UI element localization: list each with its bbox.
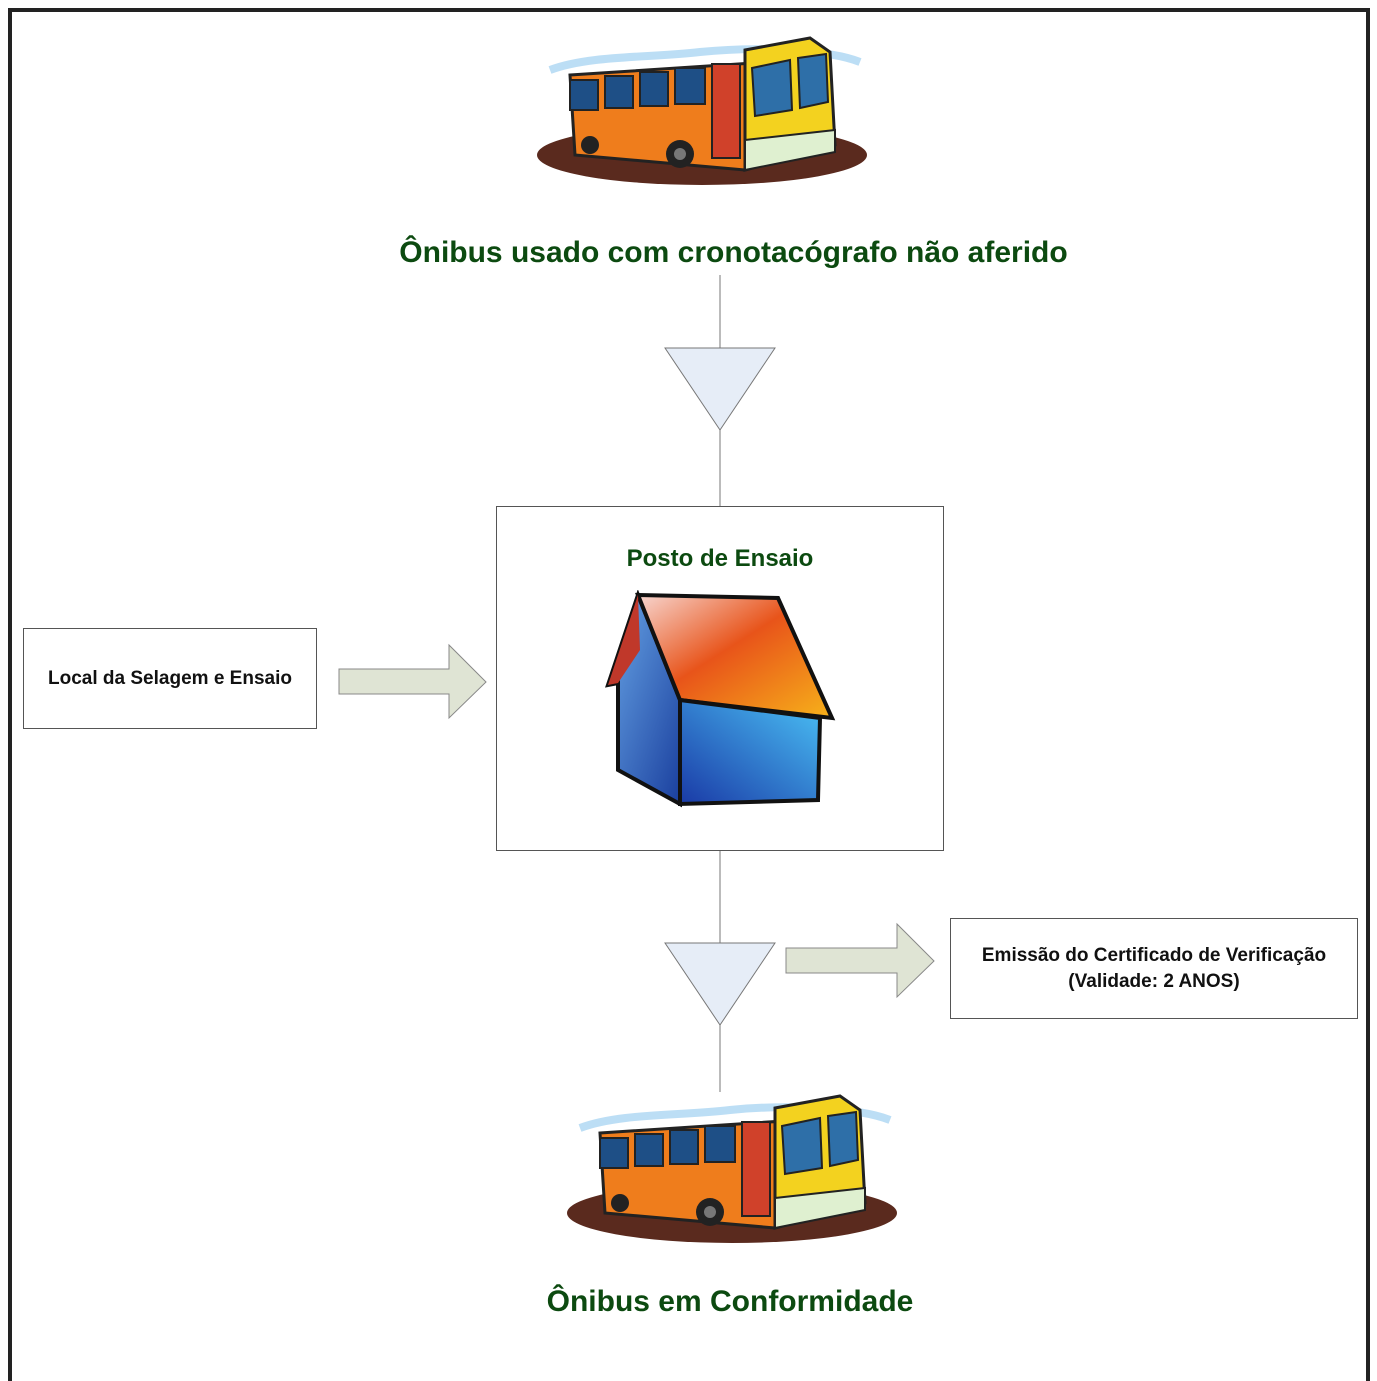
bus-bottom-illustration xyxy=(567,1094,897,1243)
local-selagem-box: Local da Selagem e Ensaio xyxy=(23,628,317,729)
house-illustration xyxy=(605,590,836,808)
flow-triangle-bottom xyxy=(664,942,776,1026)
local-selagem-label: Local da Selagem e Ensaio xyxy=(48,667,292,689)
posto-de-ensaio-title: Posto de Ensaio xyxy=(626,545,814,572)
top-title: Ônibus usado com cronotacógrafo não afer… xyxy=(399,236,1068,269)
certificado-line1: Emissão do Certificado de Verificação xyxy=(981,944,1327,966)
bottom-title: Ônibus em Conformidade xyxy=(546,1285,914,1318)
arrow-to-certificate xyxy=(785,922,935,999)
diagram-frame xyxy=(8,8,1370,1381)
arrow-left-to-center xyxy=(338,643,487,720)
certificado-box: Emissão do Certificado de Verificação (V… xyxy=(950,918,1358,1019)
bus-top-illustration xyxy=(537,36,867,185)
flow-triangle-top xyxy=(664,347,776,431)
certificado-line2: (Validade: 2 ANOS) xyxy=(1068,970,1240,992)
